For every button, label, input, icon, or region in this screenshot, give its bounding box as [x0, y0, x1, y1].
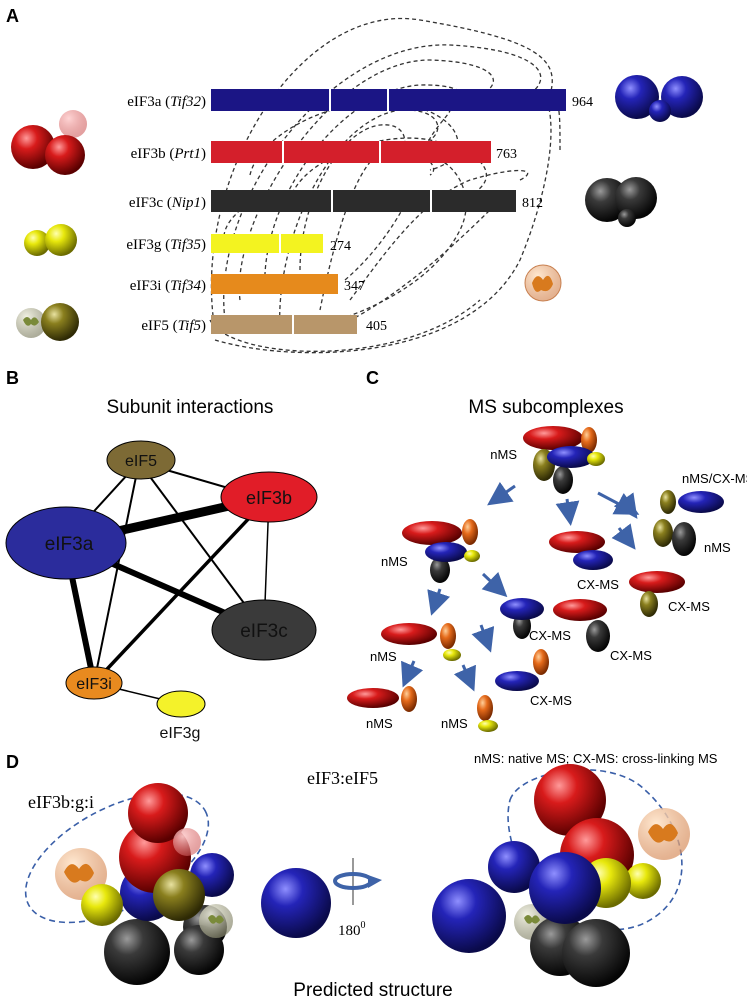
label-low-left: nMS: [370, 649, 397, 664]
row-label-eif3c: eIF3c (Nip1): [129, 195, 206, 211]
label-mid-center: CX-MS: [577, 577, 619, 592]
svg-text:eIF3b: eIF3b: [246, 488, 292, 508]
eif3a-sphere-model: [615, 75, 703, 122]
panel-b-title: Subunit interactions: [107, 397, 274, 418]
bar-eif3g: [211, 234, 323, 253]
panel-d-letter: D: [6, 752, 19, 772]
panel-b-letter: B: [6, 368, 19, 388]
label-low-cx1: CX-MS: [529, 628, 571, 643]
panel-d-center-label: eIF3:eIF5: [307, 768, 378, 788]
node-eif3c: eIF3c: [211, 599, 317, 661]
label-bottom-mid: nMS: [441, 716, 468, 731]
eif3c-sphere-model: [585, 177, 657, 227]
row-label-eif3b: eIF3b (Prt1): [131, 146, 206, 162]
predicted-structure-right: [432, 764, 690, 987]
subcomplex-mid-left: [402, 519, 480, 583]
subcomplex-low-cx1: [500, 598, 544, 639]
node-eif5: eIF5: [106, 440, 176, 480]
svg-text:eIF3c: eIF3c: [240, 621, 288, 642]
bar-eif3c: [211, 190, 516, 212]
subcomplex-low-cx2: [553, 599, 610, 652]
eif5-sphere-model: [16, 303, 79, 341]
label-bottom-cx: CX-MS: [530, 693, 572, 708]
length-eif3b: 763: [496, 147, 517, 162]
node-eif3i: eIF3i: [65, 666, 123, 700]
predicted-structure-left: [24, 783, 331, 985]
label-bottom-left: nMS: [366, 716, 393, 731]
subcomplex-bottom-cx: [495, 649, 549, 691]
length-eif3i: 347: [344, 279, 365, 294]
svg-text:eIF3a: eIF3a: [45, 534, 94, 555]
eif3b-sphere-model: [11, 110, 87, 175]
node-eif3g: eIF3g: [156, 690, 206, 742]
node-eif3b: eIF3b: [220, 471, 318, 523]
subcomplex-mid-right: [629, 571, 685, 617]
bar-eif3b: [211, 141, 491, 163]
rotation-label: 1800: [338, 920, 366, 939]
length-eif5: 405: [366, 319, 387, 334]
row-label-eif3i: eIF3i (Tif34): [130, 278, 206, 294]
length-eif3g: 274: [330, 239, 351, 254]
length-eif3c: 812: [522, 196, 543, 211]
rotation-arrow-icon: [333, 858, 382, 905]
eif3g-sphere-model: [24, 224, 77, 256]
domain-bars: eIF3a (Tif32) 964 eIF3b (Prt1) 763 eIF3c…: [126, 89, 593, 334]
label-low-cx2: CX-MS: [610, 648, 652, 663]
length-eif3a: 964: [572, 95, 593, 110]
label-r2: nMS: [704, 540, 731, 555]
label-mid-left: nMS: [381, 554, 408, 569]
row-label-eif3a: eIF3a (Tif32): [127, 94, 206, 110]
subcomplex-low-left: [381, 623, 461, 661]
panel-c-letter: C: [366, 368, 379, 388]
subcomplex-mid-center: [549, 531, 613, 570]
eif3i-sphere-model: [524, 264, 562, 302]
bar-eif5: [211, 315, 357, 334]
bar-eif3i: [211, 274, 338, 294]
svg-text:eIF5: eIF5: [125, 453, 157, 470]
flow-arrows: [401, 481, 640, 692]
label-top-right: nMS/CX-MS: [682, 471, 747, 486]
label-mid-right: CX-MS: [668, 599, 710, 614]
panel-c-legend: nMS: native MS; CX-MS: cross-linking MS: [474, 751, 718, 766]
subcomplex-bottom-mid: [477, 695, 498, 732]
subcomplex-r2: [653, 519, 696, 556]
subcomplex-top: [523, 426, 605, 494]
panel-d-footer: Predicted structure: [293, 980, 452, 1001]
panel-a-letter: A: [6, 6, 19, 26]
svg-text:eIF3g: eIF3g: [160, 725, 201, 742]
panel-d-left-label: eIF3b:g:i: [28, 792, 94, 812]
svg-text:eIF3i: eIF3i: [76, 676, 112, 693]
crosslink-arcs: [209, 17, 561, 354]
subcomplex-bottom-left: [347, 686, 417, 712]
row-label-eif5: eIF5 (Tif5): [141, 318, 206, 334]
subcomplex-top-right: [660, 490, 724, 514]
panel-c-title: MS subcomplexes: [468, 397, 623, 418]
row-label-eif3g: eIF3g (Tif35): [126, 237, 206, 253]
node-eif3a: eIF3a: [5, 506, 127, 580]
label-top: nMS: [490, 447, 517, 462]
